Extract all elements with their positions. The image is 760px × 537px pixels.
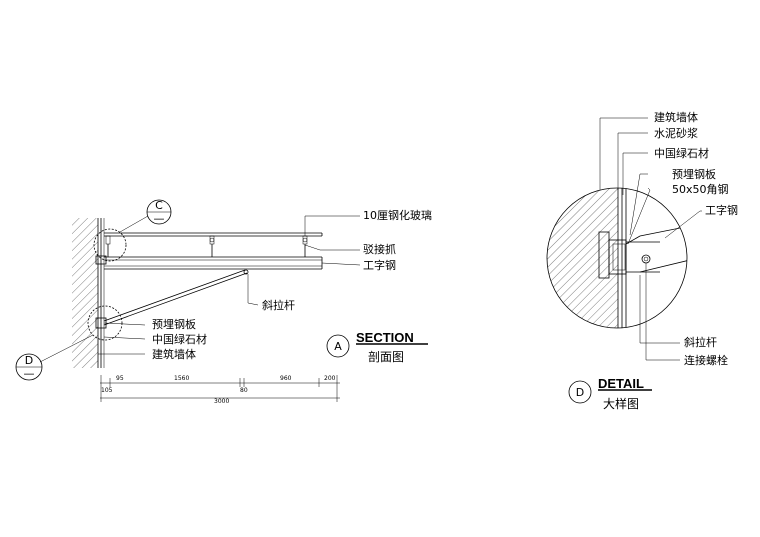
section-leaders [98, 215, 361, 355]
detail-circle [546, 187, 688, 329]
section-view: C — D — 10厘钢化玻璃 驳接抓 工字钢 斜拉杆 预埋钢板 中国绿石材 建… [15, 199, 432, 405]
dim-3000: 3000 [214, 398, 229, 405]
callout-d-letter: D [25, 354, 33, 367]
section-subtitle: 剖面图 [368, 350, 404, 364]
detail-title: D DETAIL 大样图 [568, 376, 652, 411]
callout-d-dash: — [24, 367, 35, 380]
callout-d: D — [15, 305, 123, 381]
dim-80: 80 [240, 387, 248, 394]
label-glass: 10厘钢化玻璃 [363, 208, 432, 222]
callout-c-letter: C [155, 199, 163, 212]
callout-c-dash: — [154, 212, 165, 225]
detail-marker: D [576, 386, 584, 399]
detail-leaders [599, 117, 702, 361]
detail-label-tie-rod: 斜拉杆 [684, 335, 717, 349]
glass-panel [104, 232, 323, 237]
detail-label-bolt: 连接螺栓 [684, 353, 728, 367]
wall-hatch [72, 218, 98, 368]
label-i-beam: 工字钢 [363, 258, 396, 272]
dim-95: 95 [116, 375, 124, 382]
detail-title-text: DETAIL [598, 376, 644, 391]
section-title: A SECTION 剖面图 [326, 330, 428, 364]
i-beam [95, 255, 323, 270]
detail-view: 建筑墙体 水泥砂浆 中国绿石材 预埋钢板 50x50角钢 工字钢 斜拉杆 连接螺… [546, 110, 738, 411]
detail-label-embed-plate: 预埋钢板 [672, 167, 716, 181]
detail-label-mortar: 水泥砂浆 [654, 126, 698, 140]
detail-label-i-beam: 工字钢 [705, 203, 738, 217]
label-embed-plate: 预埋钢板 [152, 317, 196, 331]
detail-label-wall: 建筑墙体 [654, 110, 698, 124]
label-spider: 驳接抓 [363, 242, 396, 256]
section-title-text: SECTION [356, 330, 414, 345]
label-stone: 中国绿石材 [152, 332, 207, 346]
detail-label-angle-steel: 50x50角钢 [672, 183, 729, 196]
dim-200: 200 [324, 375, 336, 382]
dim-105: 105 [101, 387, 113, 394]
dim-960: 960 [280, 375, 292, 382]
dimension-lines [100, 375, 340, 402]
label-tie-rod: 斜拉杆 [262, 298, 295, 312]
tie-rod [95, 269, 249, 329]
spider-fittings [105, 235, 308, 257]
detail-label-stone: 中国绿石材 [654, 146, 709, 160]
detail-wall-hatch [547, 188, 618, 328]
label-wall: 建筑墙体 [152, 347, 196, 361]
detail-subtitle: 大样图 [603, 396, 639, 411]
callout-c: C — [93, 199, 172, 262]
section-marker: A [334, 340, 342, 353]
detail-bolt [641, 254, 651, 264]
dim-1560: 1560 [174, 375, 189, 382]
